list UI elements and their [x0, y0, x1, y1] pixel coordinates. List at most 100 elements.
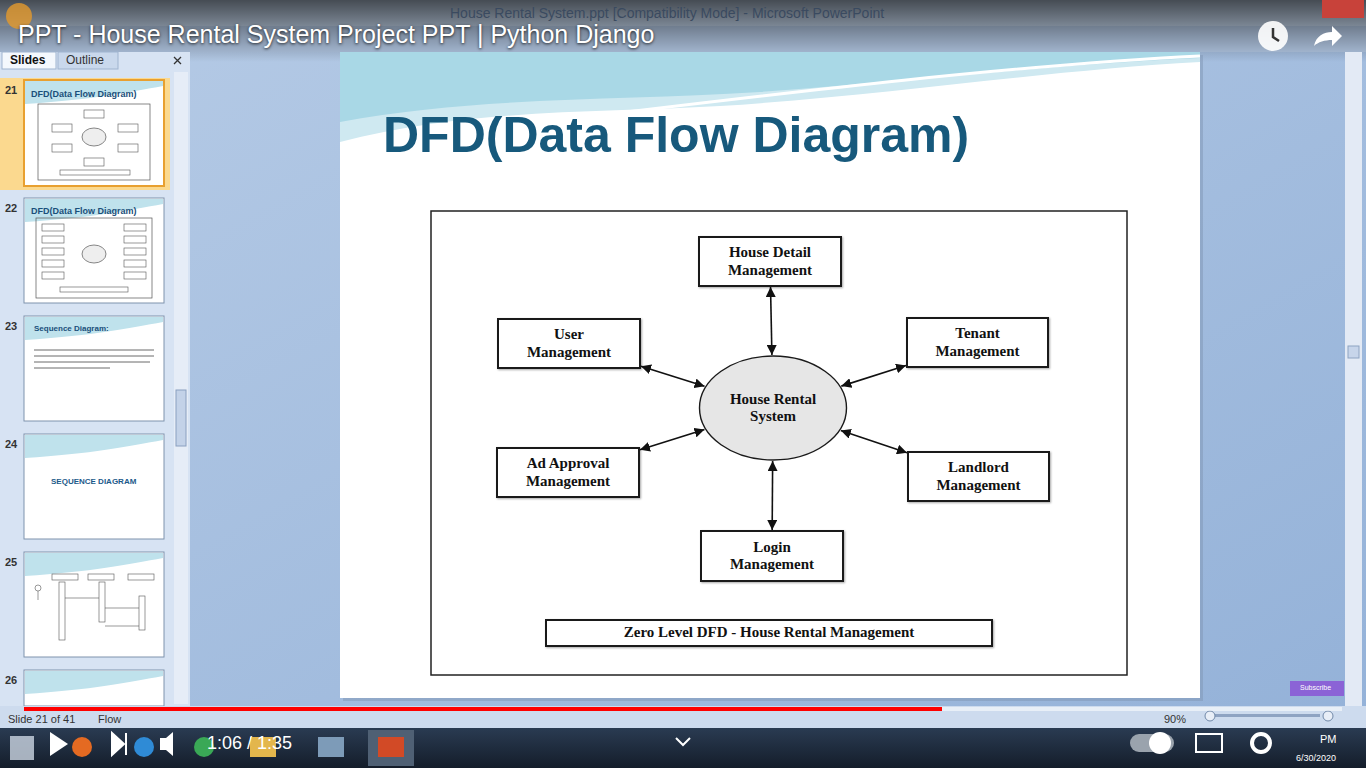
slide-number: 24 [5, 438, 17, 451]
clock-date: 6/30/2020 [1296, 753, 1336, 763]
mini-box [42, 236, 64, 243]
mini-actor [38, 591, 39, 600]
thumb-wave [25, 553, 163, 576]
next-icon [112, 733, 126, 755]
mini-box [88, 574, 114, 580]
powerpoint-icon [378, 737, 404, 757]
diagram-frame [431, 211, 1127, 675]
data-flow-arrow [640, 430, 704, 450]
thumbnail [24, 316, 164, 421]
start-button [10, 736, 34, 760]
slide-number: 21 [5, 84, 17, 97]
mini-lifeline [59, 582, 65, 640]
scroll-thumb [1348, 346, 1359, 358]
mini-actor [35, 585, 41, 591]
thumbnail-title: DFD(Data Flow Diagram) [31, 206, 137, 216]
mini-box [124, 260, 146, 267]
panel-tab: Outline [66, 54, 104, 68]
node-text: Tenant Management [926, 325, 1030, 360]
data-flow-arrow [841, 365, 906, 386]
mini-box [52, 124, 72, 132]
firefox-icon [72, 737, 92, 757]
status-text: Slide 21 of 41 [8, 713, 75, 726]
mini-message [65, 598, 99, 599]
mini-process [82, 128, 106, 146]
outline-tab [58, 52, 118, 69]
mini-text-line [34, 350, 154, 351]
play-icon [50, 732, 68, 756]
mini-box [118, 124, 138, 132]
thumb-wave [25, 317, 163, 340]
mini-box [42, 272, 64, 279]
scroll-thumb [176, 390, 186, 446]
thumbnail-title: Sequence Diagram: [34, 324, 109, 333]
subscribe-badge-text: Subscribe [1300, 684, 1331, 692]
zoom-out [1205, 711, 1215, 721]
process-box: User Management [497, 318, 641, 369]
mini-box [52, 574, 78, 580]
thumbnail [24, 434, 164, 539]
mini-box [124, 248, 146, 255]
watch-later-icon [1258, 21, 1288, 51]
close-button [1322, 0, 1364, 18]
mini-process [82, 245, 106, 263]
selected-slide-highlight [0, 78, 170, 190]
slides-panel [0, 52, 190, 706]
zoom-in [1323, 711, 1333, 721]
thumbnail [24, 670, 164, 706]
clock-hand [1273, 28, 1279, 41]
thumb-wave [25, 671, 163, 694]
panel-close [174, 57, 181, 64]
thumbnail [24, 198, 164, 303]
status-text: Flow [98, 713, 121, 726]
chevron [676, 738, 690, 745]
mini-box [84, 110, 104, 118]
mini-box [124, 272, 146, 279]
mini-box [124, 236, 146, 243]
mini-box [60, 170, 130, 175]
progress-played [24, 707, 942, 711]
slide [340, 52, 1200, 698]
node-text: Ad Approval Management [516, 455, 620, 490]
mini-box [60, 287, 128, 292]
panel-scrollbar [174, 72, 188, 704]
captions-icon [1196, 734, 1222, 752]
process-box: Login Management [700, 530, 844, 582]
window-title: House Rental System.ppt [Compatibility M… [450, 5, 884, 21]
mini-frame [36, 218, 152, 298]
node-text: House Detail Management [718, 244, 822, 279]
mini-box [42, 224, 64, 231]
mini-text-line [34, 356, 154, 357]
mini-message [105, 626, 139, 627]
subscribe-badge [1290, 681, 1344, 696]
slide-number: 23 [5, 320, 17, 333]
slide-number: 26 [5, 674, 17, 687]
node-text: Login Management [720, 539, 824, 574]
data-flow-arrow [641, 366, 705, 386]
zoom-slider [1210, 714, 1320, 717]
active-app [368, 730, 414, 766]
process-box: Tenant Management [906, 317, 1049, 368]
volume-icon [160, 732, 173, 756]
status-bar [0, 706, 1366, 728]
process-ellipse-outline [700, 356, 847, 460]
slide-title: DFD(Data Flow Diagram) [383, 108, 1183, 163]
slide-number: 22 [5, 202, 17, 215]
app-icon [318, 737, 344, 757]
panel-tab: Slides [10, 54, 45, 68]
slides-tab [2, 52, 56, 69]
vertical-scrollbar [1345, 52, 1362, 706]
edge-icon [134, 737, 154, 757]
clock-time: PM [1320, 733, 1337, 746]
mini-box [52, 144, 72, 152]
video-title: PPT - House Rental System Project PPT | … [18, 20, 654, 49]
process-box: House Detail Management [698, 236, 842, 287]
mini-box [42, 248, 64, 255]
mini-frame [38, 104, 150, 180]
taskbar [0, 728, 1366, 768]
data-flow-arrow [841, 431, 907, 453]
zoom-level: 90% [1164, 713, 1186, 726]
mini-text-line [34, 362, 150, 363]
slide-thumbnails [24, 80, 164, 706]
